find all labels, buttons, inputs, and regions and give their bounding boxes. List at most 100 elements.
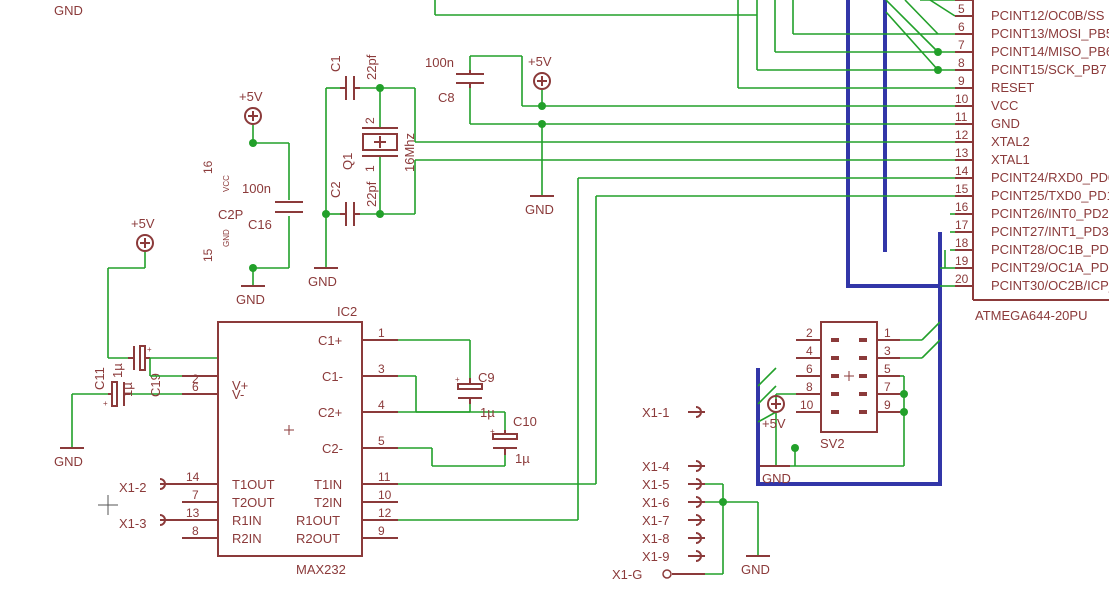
c9-ref: C9 <box>478 370 495 385</box>
c2p-ref: C2P <box>218 207 243 222</box>
max232-pin-num: 4 <box>378 398 385 412</box>
gnd-symbol-sv2: GND <box>760 465 791 486</box>
max232-pin-num: 9 <box>378 524 385 538</box>
vcc-symbol-sv2: +5V <box>762 395 786 431</box>
max232-pin-num: 5 <box>378 434 385 448</box>
x1-label: X1-5 <box>642 477 669 492</box>
max232-pin-name: R1IN <box>232 513 262 528</box>
mcu-pin-name: GND <box>991 116 1020 131</box>
max232-pin-name: R2IN <box>232 531 262 546</box>
gnd-symbol-top-left: GND <box>54 3 83 18</box>
max232-pin-num: 13 <box>186 506 200 520</box>
c2-ref: C2 <box>328 181 343 198</box>
max232-pin-name: C1- <box>322 369 343 384</box>
mcu-pin-name: PCINT14/MISO_PB6 <box>991 44 1109 59</box>
power-pins-c2p: 16 VCC C2P GND 15 <box>201 160 243 262</box>
max232-pin-num: 8 <box>192 524 199 538</box>
mcu-pin-num: 17 <box>955 218 969 232</box>
max232-pin-name: C2- <box>322 441 343 456</box>
wires <box>71 0 956 575</box>
max232-pin-num: 3 <box>378 362 385 376</box>
q1-ref: Q1 <box>340 153 355 170</box>
mcu-pin-num: 9 <box>958 74 965 88</box>
max232-pin-num: 1 <box>378 326 385 340</box>
vcc-label: +5V <box>239 89 263 104</box>
x1-label: X1-6 <box>642 495 669 510</box>
mcu-pin-num: 13 <box>955 146 969 160</box>
capacitor-c19: + 1µ C19 <box>120 345 163 397</box>
gnd-label: GND <box>236 292 265 307</box>
sv2-pin: 7 <box>884 380 891 394</box>
q1-pin1: 1 <box>363 165 377 172</box>
mcu-pin-num: 16 <box>955 200 969 214</box>
mcu-pins <box>955 0 973 287</box>
bus-lines <box>756 0 942 486</box>
vcc-label: +5V <box>762 416 786 431</box>
mcu-pin-name: PCINT27/INT1_PD3 <box>991 224 1109 239</box>
pin-15: 15 <box>201 248 215 262</box>
mcu-pin-num: 7 <box>958 38 965 52</box>
mcu-pin-num: 5 <box>958 2 965 16</box>
x1-label: X1-8 <box>642 531 669 546</box>
mcu-pin-num: 15 <box>955 182 969 196</box>
sv2-pin: 3 <box>884 344 891 358</box>
max232-name: MAX232 <box>296 562 346 577</box>
c10-plus: + <box>490 427 495 436</box>
max232-ic: IC2 MAX232 2 V+ 6 V- 14 T1OUT 7 T2OUT 13… <box>149 304 398 577</box>
x1-label: X1-9 <box>642 549 669 564</box>
max232-pin-num: 12 <box>378 506 392 520</box>
max232-ref: IC2 <box>337 304 357 319</box>
x1-label: X1-G <box>612 567 642 582</box>
sv2-pin: 9 <box>884 398 891 412</box>
gnd-label: GND <box>762 471 791 486</box>
gnd-symbol-x1: GND <box>741 555 770 577</box>
max232-pin-name: V+ <box>232 378 248 393</box>
x1-label: X1-2 <box>119 480 146 495</box>
c8-ref: C8 <box>438 90 455 105</box>
vcc-symbol-c16: +5V <box>239 89 263 125</box>
sv2-pin: 2 <box>806 326 813 340</box>
mcu-pin-name: PCINT12/OC0B/SS <box>991 8 1105 23</box>
gnd-label: GND <box>54 3 83 18</box>
max232-pin-name: C2+ <box>318 405 342 420</box>
mcu-pin-num: 19 <box>955 254 969 268</box>
mcu-pin-name: PCINT28/OC1B_PD4 <box>991 242 1109 257</box>
gnd-label: GND <box>308 274 337 289</box>
c11-value: 1µ <box>110 363 125 378</box>
c19-plus: + <box>147 345 152 354</box>
c11-ref: C11 <box>92 367 107 390</box>
max232-pin-num: 2 <box>192 372 199 386</box>
max232-pin-num: 7 <box>192 488 199 502</box>
mcu-pin-name: PCINT26/INT0_PD2 <box>991 206 1109 221</box>
q1-pin2: 2 <box>363 117 377 124</box>
max232-pin-name: R1OUT <box>296 513 340 528</box>
mcu-pin-name: PCINT24/RXD0_PD0 <box>991 170 1109 185</box>
c1-value: 22pf <box>364 54 379 80</box>
vcc-pin-label: VCC <box>222 175 231 192</box>
mcu-pin-name: PCINT30/OC2B/ICP_PD6 <box>991 278 1109 293</box>
gnd-label: GND <box>54 454 83 469</box>
capacitor-c2: C2 22pf <box>328 181 379 226</box>
mcu-pin-name: XTAL1 <box>991 152 1030 167</box>
c8-value: 100n <box>425 55 454 70</box>
junctions <box>249 48 942 506</box>
max232-pin-name: T1OUT <box>232 477 275 492</box>
mcu-pin-name: PCINT13/MOSI_PB5 <box>991 26 1109 41</box>
sv2-pin: 6 <box>806 362 813 376</box>
capacitor-c10: + C10 1µ <box>490 414 537 466</box>
connector-x1: X1-1 X1-4 X1-5 X1-6 X1-7 X1-8 X1-9 X1-G … <box>119 405 705 582</box>
vcc-symbol-max232: +5V <box>131 216 155 252</box>
capacitor-c11: + C11 1µ <box>92 363 130 408</box>
max232-pin-name: C1+ <box>318 333 342 348</box>
vcc-label: +5V <box>131 216 155 231</box>
gnd-pin-label: GND <box>222 229 231 247</box>
mcu-pin-name: VCC <box>991 98 1018 113</box>
crosshair-cursor <box>98 495 118 515</box>
sv2-pin: 4 <box>806 344 813 358</box>
capacitor-c9: + C9 1µ <box>455 370 495 420</box>
mcu-pin-num: 20 <box>955 272 969 286</box>
c9-plus: + <box>455 375 460 384</box>
max232-pin-num: 14 <box>186 470 200 484</box>
x1-label: X1-1 <box>642 405 669 420</box>
